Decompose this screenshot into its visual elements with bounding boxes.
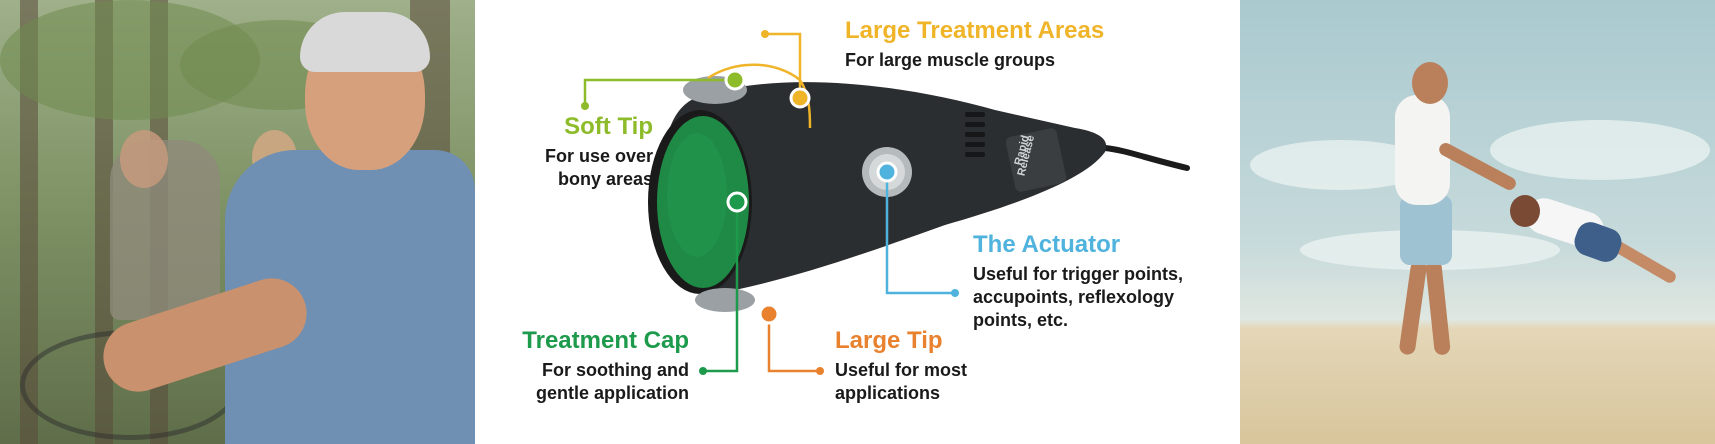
soft-tip-dot: [581, 102, 589, 110]
actuator-title: The Actuator: [973, 231, 1121, 258]
large-tip-title: Large Tip: [835, 327, 943, 354]
large-treatment-areas-desc: For large muscle groups: [845, 49, 1055, 72]
soft-tip-desc: For use over bony areas: [493, 145, 653, 191]
large-treatment-areas-leader: [765, 32, 802, 98]
tree-trunk: [20, 0, 38, 444]
large-tip-marker: [758, 303, 780, 325]
actuator-dot: [951, 289, 959, 297]
actuator-desc: Useful for trigger points, accupoints, r…: [973, 263, 1183, 332]
man-leg: [1398, 259, 1428, 356]
cloud: [1490, 120, 1710, 180]
man-head: [1412, 62, 1448, 104]
large-treatment-areas-marker: [789, 87, 811, 109]
soft-tip-marker: [724, 69, 746, 91]
large-treatment-areas-desc-line: For large muscle groups: [845, 50, 1056, 70]
man-shorts: [1400, 195, 1452, 265]
treatment-cap-marker: [726, 191, 748, 213]
treatment-cap: [657, 116, 749, 288]
man-hair: [300, 12, 430, 72]
large-tip-desc: Useful for most applications: [835, 359, 967, 405]
actuator-desc-line: points, etc.: [973, 310, 1069, 330]
treatment-cap-desc-line: For soothing and: [542, 360, 689, 380]
cyclists-photo: [0, 0, 475, 444]
treatment-cap-desc: For soothing and gentle application: [475, 359, 689, 405]
large-tip: [695, 288, 755, 312]
vent-slots: [965, 112, 985, 157]
cap-highlight: [667, 133, 727, 257]
actuator-leader: [885, 172, 955, 295]
soft-tip-title: Soft Tip: [564, 113, 653, 140]
device-diagram: Rapid Release Large Tr: [475, 0, 1240, 444]
device-illustration: Rapid Release: [581, 30, 1190, 375]
power-cord: [1102, 145, 1190, 171]
man-leg: [1425, 259, 1451, 356]
soft-tip-desc-line: bony areas: [557, 169, 653, 189]
large-tip-leader: [767, 314, 820, 373]
treatment-cap-title: Treatment Cap: [522, 327, 689, 354]
large-tip-desc-line: applications: [835, 383, 941, 403]
large-tip-desc-line: Useful for most: [835, 360, 968, 380]
treatment-cap-leader: [703, 202, 739, 373]
beach-family-photo: [1240, 0, 1715, 444]
large-treatment-areas-title: Large Treatment Areas: [845, 17, 1105, 44]
actuator-desc-line: Useful for trigger points,: [973, 264, 1184, 284]
large-treatment-areas-arc: [707, 63, 812, 129]
soft-tip-leader: [583, 78, 735, 106]
brand-plate: [1005, 128, 1067, 192]
girl-head: [1510, 195, 1540, 227]
treatment-cap-dot: [699, 367, 707, 375]
large-tip-dot: [816, 367, 824, 375]
large-treatment-areas-dot: [761, 30, 769, 38]
background-cyclist-head: [120, 130, 168, 188]
actuator-desc-line: accupoints, reflexology: [973, 287, 1175, 307]
treatment-cap-desc-line: gentle application: [535, 383, 689, 403]
soft-tip-desc-line: For use over: [544, 146, 653, 166]
actuator-marker: [876, 161, 898, 183]
